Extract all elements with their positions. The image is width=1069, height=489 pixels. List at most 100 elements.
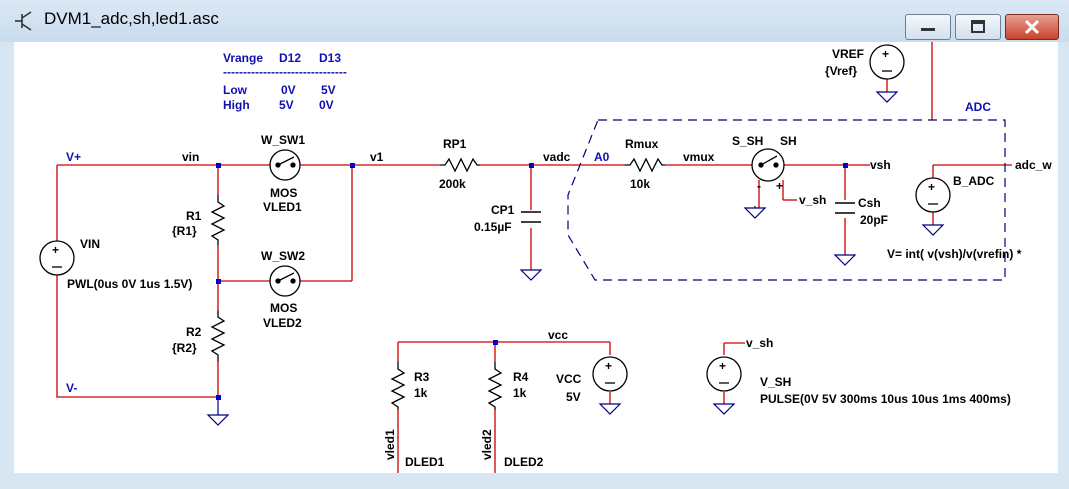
net-label-vminus: V- xyxy=(66,381,77,395)
rmux-name: Rmux xyxy=(625,137,659,151)
sw1-name: W_SW1 xyxy=(261,133,305,147)
s-sh-type: SH xyxy=(780,134,797,148)
junction-dot xyxy=(843,163,848,168)
svg-text:-: - xyxy=(757,179,761,193)
sw1-type: MOS xyxy=(270,186,297,200)
r2-name: R2 xyxy=(186,325,202,339)
r4-name: R4 xyxy=(513,370,529,384)
close-button[interactable] xyxy=(1005,14,1059,40)
net-label-vcc: vcc xyxy=(548,328,568,342)
dled1-name: DLED1 xyxy=(405,455,445,469)
dled2-name: DLED2 xyxy=(504,455,544,469)
csh-value: 20pF xyxy=(860,213,888,227)
schematic-app-icon xyxy=(15,11,32,31)
capacitor-csh[interactable] xyxy=(835,202,855,214)
svg-text:+: + xyxy=(605,359,612,373)
wires xyxy=(56,42,1012,473)
vref-name: VREF xyxy=(832,47,864,61)
sw2-type: MOS xyxy=(270,301,297,315)
maximize-button[interactable] xyxy=(955,14,1001,40)
net-label-a0: A0 xyxy=(594,150,610,164)
switch-s-sh[interactable] xyxy=(751,148,785,182)
junction-dot xyxy=(350,163,355,168)
switch-w-sw1[interactable] xyxy=(269,149,301,181)
rp1-value: 200k xyxy=(439,177,466,191)
ground-symbol xyxy=(712,403,736,415)
net-label-vsh: vsh xyxy=(870,158,891,172)
svg-text:+: + xyxy=(928,180,935,194)
vin-value: PWL(0us 0V 1us 1.5V) xyxy=(67,277,192,291)
net-label-adc-w: adc_w xyxy=(1015,158,1052,172)
ground-symbol xyxy=(833,254,857,266)
voltage-source-v-sh[interactable]: + xyxy=(706,356,742,392)
sw2-name: W_SW2 xyxy=(261,249,305,263)
csh-name: Csh xyxy=(858,196,881,210)
ground-symbol xyxy=(206,414,230,426)
resistor-r2[interactable] xyxy=(210,310,226,362)
resistor-rp1[interactable] xyxy=(440,157,480,173)
net-label-vled1: vled1 xyxy=(383,429,397,460)
junction-dot xyxy=(529,163,534,168)
table-cell: Low xyxy=(223,83,248,97)
table-header-vrange: Vrange xyxy=(223,51,263,65)
resistor-r1[interactable] xyxy=(210,195,226,245)
r3-name: R3 xyxy=(414,370,430,384)
sw2-ctrl: VLED2 xyxy=(263,316,302,330)
svg-text:+: + xyxy=(719,359,726,373)
resistor-r4[interactable] xyxy=(487,362,503,410)
cp1-value: 0.15µF xyxy=(474,220,512,234)
net-label-v1: v1 xyxy=(370,150,384,164)
minimize-icon xyxy=(921,28,935,31)
adc-block-label: ADC xyxy=(965,100,991,114)
voltage-source-b-adc[interactable]: + xyxy=(915,177,951,213)
switch-w-sw2[interactable] xyxy=(269,265,301,297)
table-cell: 5V xyxy=(321,83,336,97)
title-bar[interactable]: DVM1_adc,sh,led1.asc xyxy=(0,0,1069,42)
v-sh-value: PULSE(0V 5V 300ms 10us 10us 1ms 400ms) xyxy=(760,392,1011,406)
r4-value: 1k xyxy=(513,386,527,400)
b-adc-expression: V= int( v(vsh)/v(vrefin) * xyxy=(887,247,1022,261)
table-cell: 0V xyxy=(319,98,334,112)
schematic-canvas[interactable]: - + + + + xyxy=(14,42,1058,473)
maximize-icon xyxy=(971,20,985,33)
svg-text:+: + xyxy=(776,179,783,193)
r2-value: {R2} xyxy=(172,341,197,355)
net-label-v-sh: v_sh xyxy=(799,193,826,207)
table-cell: 5V xyxy=(279,98,294,112)
table-cell: High xyxy=(223,98,250,112)
capacitor-cp1[interactable] xyxy=(521,211,541,223)
table-header-d12: D12 xyxy=(279,51,301,65)
ground-symbol xyxy=(875,91,899,103)
r1-name: R1 xyxy=(186,209,202,223)
window-title: DVM1_adc,sh,led1.asc xyxy=(44,9,219,28)
net-label-vmux: vmux xyxy=(683,150,715,164)
voltage-source-vcc[interactable]: + xyxy=(592,356,628,392)
schematic-drawing[interactable]: - + + + + xyxy=(14,42,1058,473)
vin-name: VIN xyxy=(80,237,100,251)
net-label-vadc: vadc xyxy=(543,150,571,164)
resistor-rmux[interactable] xyxy=(625,157,665,173)
cp1-name: CP1 xyxy=(491,203,515,217)
close-icon xyxy=(1024,19,1040,35)
net-label-vplus: V+ xyxy=(66,150,81,164)
ground-symbol xyxy=(519,269,543,281)
r3-value: 1k xyxy=(414,386,428,400)
vcc-value: 5V xyxy=(566,390,581,404)
v-sh-name: V_SH xyxy=(760,375,791,389)
table-divider: ------------------------------- xyxy=(223,65,347,79)
table-header-d13: D13 xyxy=(319,51,341,65)
junction-dot xyxy=(493,340,498,345)
resistor-r3[interactable] xyxy=(390,362,406,410)
svg-text:+: + xyxy=(52,243,59,257)
b-adc-name: B_ADC xyxy=(953,174,995,188)
minimize-button[interactable] xyxy=(905,14,951,40)
voltage-source-vin[interactable]: + xyxy=(39,240,75,276)
vref-value: {Vref} xyxy=(825,64,857,78)
sw1-ctrl: VLED1 xyxy=(263,200,302,214)
ground-symbol xyxy=(743,207,767,219)
rp1-name: RP1 xyxy=(443,137,467,151)
voltage-source-vref[interactable]: + xyxy=(869,44,905,80)
net-label-vled2: vled2 xyxy=(480,429,494,460)
junction-dot xyxy=(216,163,221,168)
